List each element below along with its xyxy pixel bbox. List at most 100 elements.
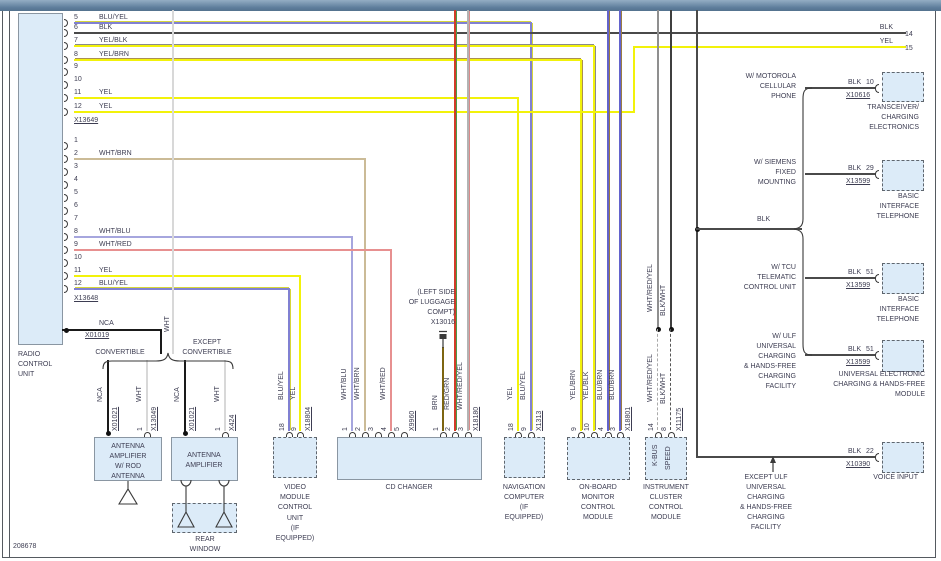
label: CONTROL <box>648 504 684 511</box>
connector-x13648[interactable]: X13648 <box>74 295 99 302</box>
wire-blk-wht-kbus <box>670 329 672 430</box>
connector-x1313[interactable]: X1313 <box>536 410 543 431</box>
wire-blu-yel-pin5-tracer <box>75 20 531 22</box>
connector-x10390[interactable]: X10390 <box>846 461 871 468</box>
label: 5 <box>394 427 401 431</box>
label: WHT/RED/YEL <box>457 362 464 410</box>
connector-pin-bump <box>64 56 68 64</box>
page-border-right <box>935 11 936 558</box>
wire-yel-blk-pin7-tracer <box>595 46 597 430</box>
x13016-stud-icon <box>439 330 447 348</box>
connector-pin-bump <box>590 432 598 437</box>
universal-charging-module-box <box>882 340 924 372</box>
wire-yel-pin11a <box>517 97 519 431</box>
connector-pin-bump <box>64 207 68 215</box>
label: BASIC <box>897 193 919 200</box>
label: CONTROL UNIT <box>743 284 796 291</box>
connector-x13049[interactable]: X13049 <box>151 406 158 431</box>
label: MODULE <box>583 514 613 521</box>
label: (LEFT SIDE <box>417 289 455 296</box>
label: 14 <box>648 423 655 431</box>
connector-pin-bump <box>577 432 585 437</box>
connector-x13599-a[interactable]: X13599 <box>846 178 871 185</box>
label: MODULE <box>651 514 681 521</box>
label: & HANDS-FREE <box>739 504 793 511</box>
wire-blu-yel-pin5 <box>74 22 532 24</box>
label: COMPT) <box>427 309 455 316</box>
label: 3 <box>610 427 617 431</box>
wire-yel-blk-pin7 <box>593 45 595 431</box>
label: WHT/BRN <box>354 367 361 400</box>
connector-x18804[interactable]: X18804 <box>305 406 312 431</box>
connector-x10616[interactable]: X10616 <box>846 92 871 99</box>
connector-pin-bump <box>64 42 68 50</box>
label: OF LUGGAGE <box>408 299 455 306</box>
wire-wht-red-yel-cd-tracer <box>469 11 471 430</box>
wire-blk-wht-ic <box>670 10 672 330</box>
label: WHT <box>136 386 143 402</box>
label: YEL <box>99 267 113 274</box>
wire-yel-brn-pin8 <box>580 59 582 431</box>
connector-x424[interactable]: X424 <box>229 414 236 431</box>
connector-x9960[interactable]: X9960 <box>409 410 416 431</box>
label: 10 <box>74 76 82 83</box>
label: YEL/BRN <box>570 370 577 400</box>
connector-pin-bump <box>64 259 68 267</box>
connector-x11175[interactable]: X11175 <box>676 407 683 431</box>
label: 9 <box>571 427 578 431</box>
label: CONTROL <box>580 504 616 511</box>
connector-pin-bump <box>875 350 879 360</box>
connector-x01021-b[interactable]: X01021 <box>189 406 196 431</box>
label: BRN <box>432 395 439 410</box>
connector-x18180[interactable]: X18180 <box>473 406 480 431</box>
connector-pin-bump <box>875 452 879 462</box>
connector-x13599-b[interactable]: X13599 <box>846 282 871 289</box>
label: 8 <box>661 427 668 431</box>
label: 12 <box>74 103 82 110</box>
label: 7 <box>74 37 78 44</box>
on-board-monitor-box <box>567 437 630 480</box>
label: AMPLIFIER <box>109 453 147 460</box>
label: FACILITY <box>750 524 782 531</box>
label: 9 <box>74 63 78 70</box>
wire-blk-bus <box>695 9 699 459</box>
wire-blk-bus <box>695 455 877 459</box>
label: WHT/BLU <box>341 368 348 401</box>
label: EXCEPT <box>192 339 222 346</box>
label: 2 <box>74 150 78 157</box>
label: W/ ROD <box>114 463 142 470</box>
wire-wht-red-yel-ic <box>657 10 659 330</box>
connector-x01021[interactable]: X01021 <box>112 406 119 431</box>
connector-pin-bump <box>64 155 68 163</box>
wire-nca-radio <box>62 329 162 331</box>
connector-x01019[interactable]: X01019 <box>85 332 110 339</box>
label: CHARGING & HANDS-FREE <box>833 381 925 388</box>
wire-yel-pin11a <box>74 97 519 99</box>
label: 2 <box>355 427 362 431</box>
label: TELEPHONE <box>876 213 919 220</box>
label: EQUIPPED) <box>504 514 544 521</box>
label: TELEPHONE <box>876 316 919 323</box>
connector-x13649[interactable]: X13649 <box>74 117 99 124</box>
label: 18 <box>508 423 515 431</box>
connector-x13599-c[interactable]: X13599 <box>846 359 871 366</box>
label: 14 <box>905 31 913 38</box>
wire-wht-red-pin9 <box>74 249 392 251</box>
label: 18 <box>279 423 286 431</box>
label: NCA <box>97 387 104 402</box>
label: 22 <box>866 448 874 455</box>
wire-blk-tcu <box>805 277 879 279</box>
connector-pin-bump <box>514 432 522 437</box>
label: CHARGING <box>747 494 785 501</box>
wire-yel-blk-pin7 <box>74 45 595 47</box>
wire-wht-convertible <box>146 360 148 431</box>
wire-brn-stud <box>442 347 444 431</box>
label: W/ MOTOROLA <box>745 73 796 80</box>
connector-x18801[interactable]: X18801 <box>625 406 632 431</box>
label: YEL/BLK <box>583 371 590 400</box>
label: TELEMATIC <box>757 274 796 281</box>
wire-wht-red-yel-cd <box>467 10 469 431</box>
label: (IF <box>519 504 529 511</box>
wire-nca-except-junction <box>182 430 188 436</box>
